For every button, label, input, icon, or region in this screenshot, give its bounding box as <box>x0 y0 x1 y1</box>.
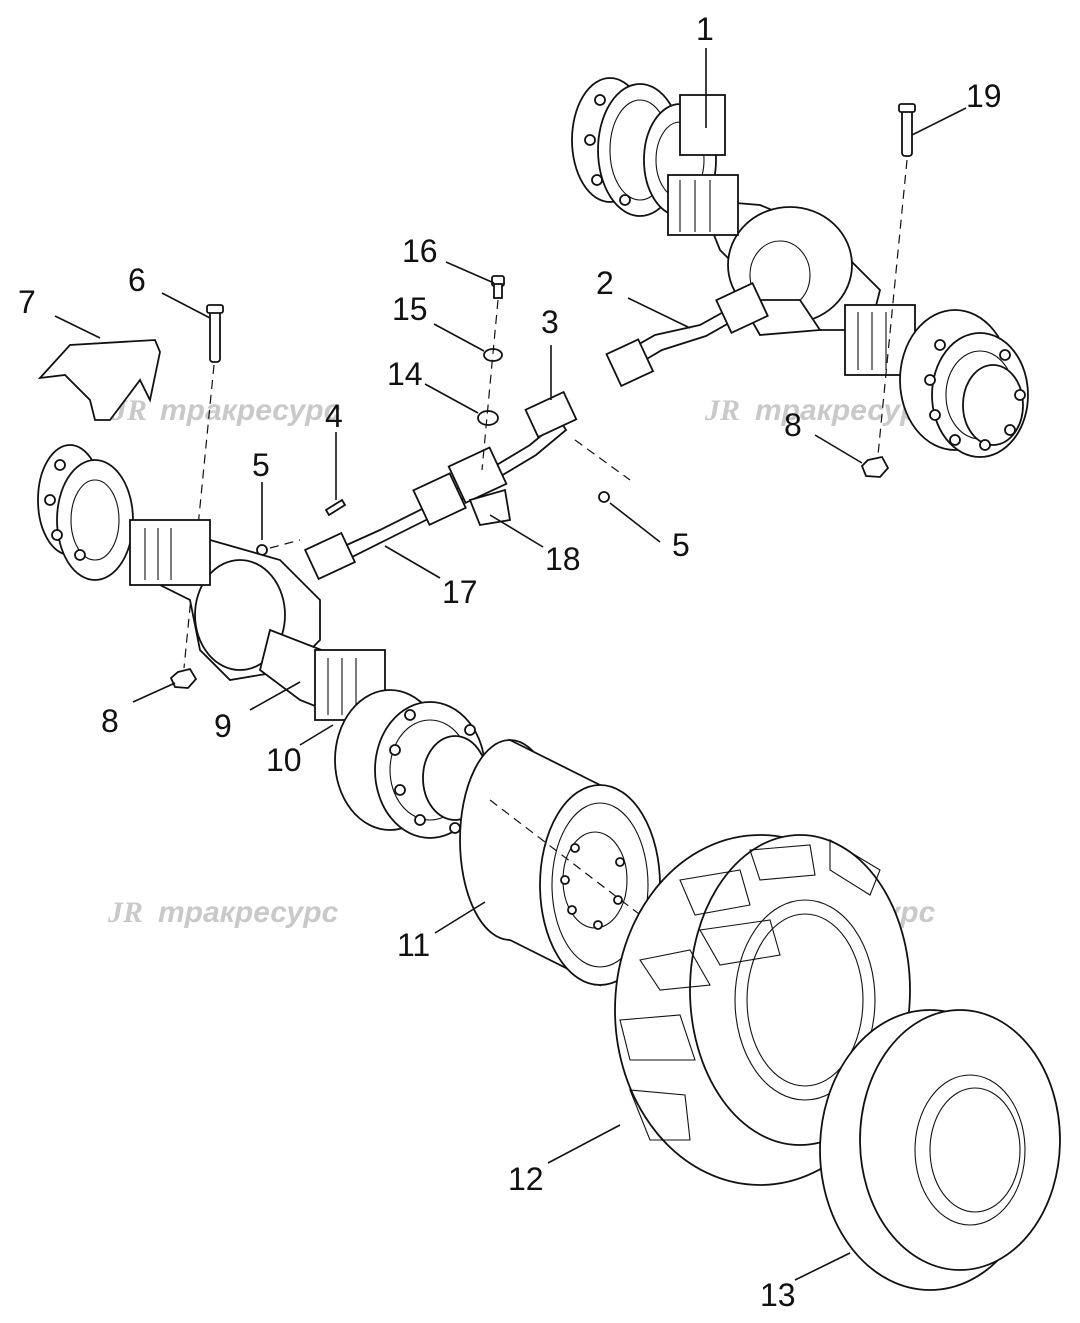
callout-8: 8 <box>784 407 802 443</box>
callout-1: 1 <box>696 11 714 47</box>
callout-5: 5 <box>672 527 690 563</box>
callout-19: 19 <box>966 78 1002 114</box>
callout-2: 2 <box>596 265 614 301</box>
callout-15: 15 <box>392 291 428 327</box>
watermark-text: тракресурс <box>158 896 339 929</box>
watermark-top-left: JR тракресурс <box>111 394 341 427</box>
callout-5: 5 <box>252 447 270 483</box>
callout-16: 16 <box>402 233 438 269</box>
callout-18: 18 <box>545 541 581 577</box>
callout-11: 11 <box>397 927 430 963</box>
watermark-top-right: JR тракресурс <box>704 394 936 427</box>
callout-12: 12 <box>508 1161 544 1197</box>
small-fasteners <box>256 439 631 556</box>
rear-axle-assembly <box>571 77 1029 458</box>
callout-6: 6 <box>128 262 146 298</box>
callout-10: 10 <box>266 742 302 778</box>
callout-13: 13 <box>760 1277 796 1313</box>
short-drive-shaft <box>605 282 769 388</box>
bolt-stack-center <box>477 275 505 471</box>
callout-4: 4 <box>325 398 343 434</box>
cardan-shaft-assembly <box>303 390 578 581</box>
nut-right <box>860 455 890 478</box>
callout-7: 7 <box>18 284 36 320</box>
watermark-mark: JR <box>107 896 143 929</box>
watermark-text: тракресурс <box>160 394 341 427</box>
watermark-mark: JR <box>704 394 740 427</box>
callout-9: 9 <box>214 708 232 744</box>
wheel-rim <box>459 739 661 987</box>
leader-lines <box>54 48 967 1281</box>
inner-tyre <box>819 1009 1061 1291</box>
u-bolt-right <box>877 103 916 456</box>
callout-17: 17 <box>442 574 478 610</box>
callout-14: 14 <box>387 356 423 392</box>
callout-labels: 1 19 16 15 2 3 14 6 7 4 5 8 5 18 17 8 9 … <box>18 11 1002 1313</box>
callout-8: 8 <box>101 703 119 739</box>
watermark-bottom-left: JR тракресурс <box>107 896 339 929</box>
callout-3: 3 <box>541 304 559 340</box>
